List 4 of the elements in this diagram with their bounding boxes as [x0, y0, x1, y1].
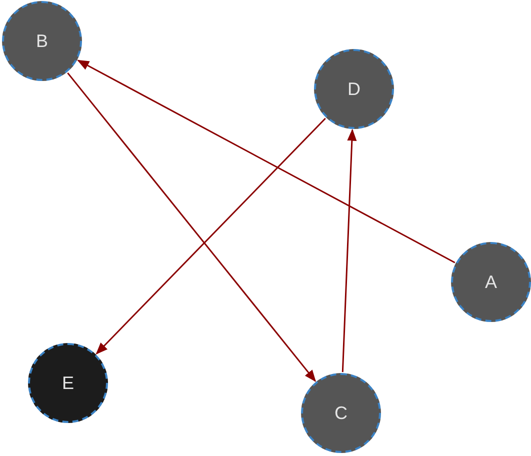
arrow [77, 60, 456, 264]
arrow [342, 128, 357, 372]
arrow [96, 118, 326, 354]
arrow [67, 72, 316, 382]
